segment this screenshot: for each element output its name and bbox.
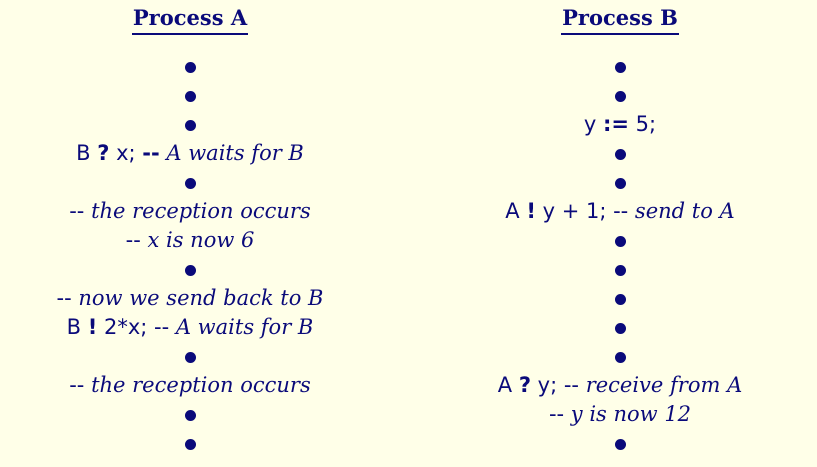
comment-text: the reception occurs (91, 199, 311, 223)
process-a-column: Process A B ? x; -- A waits for B-- the … (0, 0, 380, 467)
dot-icon (614, 351, 626, 363)
dot-icon (614, 90, 626, 102)
code-text: y (583, 112, 603, 136)
process-b-title-wrap: Process B (420, 4, 817, 35)
ellipsis-dot-row (420, 342, 817, 371)
ellipsis-dot-row (420, 284, 817, 313)
ellipsis-dot-row (0, 110, 380, 139)
code-text: A (497, 373, 519, 397)
dot-icon (184, 264, 196, 276)
code-line: B ! 2*x; -- A waits for B (0, 313, 380, 342)
dot-icon (184, 409, 196, 421)
dot-icon (184, 177, 196, 189)
code-line: -- the reception occurs (0, 197, 380, 226)
dot-icon (614, 264, 626, 276)
comment-text: now we send back to B (78, 286, 324, 310)
code-line: -- y is now 12 (420, 400, 817, 429)
dot-icon (184, 438, 196, 450)
dot-icon (184, 61, 196, 73)
comment-text: the reception occurs (91, 373, 311, 397)
dot-icon (614, 322, 626, 334)
code-line: A ! y + 1; -- send to A (420, 197, 817, 226)
dot-icon (184, 119, 196, 131)
code-text: -- (125, 228, 148, 252)
code-line: -- x is now 6 (0, 226, 380, 255)
code-text: -- (69, 373, 92, 397)
ellipsis-dot-row (420, 313, 817, 342)
code-line: A ? y; -- receive from A (420, 371, 817, 400)
comment-text: y is now 12 (570, 402, 692, 426)
comment-text: A waits for B (175, 315, 314, 339)
comment-text: A waits for B (159, 141, 304, 165)
dot-icon (614, 438, 626, 450)
code-text: y; -- (531, 373, 586, 397)
ellipsis-dot-row (420, 429, 817, 458)
process-b-title: Process B (561, 4, 679, 35)
code-line: -- now we send back to B (0, 284, 380, 313)
code-text: A (505, 199, 527, 223)
dot-icon (184, 351, 196, 363)
code-text: x; (109, 141, 143, 165)
ellipsis-dot-row (420, 52, 817, 81)
code-text: 5; (628, 112, 657, 136)
ellipsis-dot-row (0, 400, 380, 429)
code-text: -- (548, 402, 571, 426)
comment-text: send to A (634, 199, 735, 223)
ellipsis-dot-row (0, 342, 380, 371)
ellipsis-dot-row (0, 52, 380, 81)
code-text: y + 1; -- (535, 199, 635, 223)
operator-text: ? (97, 141, 110, 165)
ellipsis-dot-row (420, 139, 817, 168)
ellipsis-dot-row (0, 168, 380, 197)
process-a-title: Process A (131, 4, 249, 35)
ellipsis-dot-row (420, 81, 817, 110)
dot-icon (614, 148, 626, 160)
ellipsis-dot-row (420, 226, 817, 255)
code-line: y := 5; (420, 110, 817, 139)
code-text: -- (69, 199, 92, 223)
dot-icon (614, 293, 626, 305)
dot-icon (614, 61, 626, 73)
dot-icon (184, 90, 196, 102)
comment-text: receive from A (585, 373, 743, 397)
code-text: B (66, 315, 88, 339)
code-line: B ? x; -- A waits for B (0, 139, 380, 168)
operator-text: -- (142, 141, 160, 165)
operator-text: ? (518, 373, 531, 397)
ellipsis-dot-row (420, 255, 817, 284)
operator-text: ! (87, 315, 98, 339)
ellipsis-dot-row (0, 255, 380, 284)
comment-text: x is now 6 (147, 228, 255, 252)
code-line: -- the reception occurs (0, 371, 380, 400)
ellipsis-dot-row (0, 81, 380, 110)
dot-icon (614, 177, 626, 189)
process-b-column: Process B y := 5; A ! y + 1; -- send to A… (420, 0, 817, 467)
code-text: B (76, 141, 98, 165)
ellipsis-dot-row (0, 429, 380, 458)
code-text: -- (56, 286, 79, 310)
ellipsis-dot-row (420, 168, 817, 197)
process-a-title-wrap: Process A (0, 4, 380, 35)
code-text: 2*x; -- (97, 315, 176, 339)
operator-text: := (602, 112, 629, 136)
operator-text: ! (526, 199, 536, 223)
dot-icon (614, 235, 626, 247)
